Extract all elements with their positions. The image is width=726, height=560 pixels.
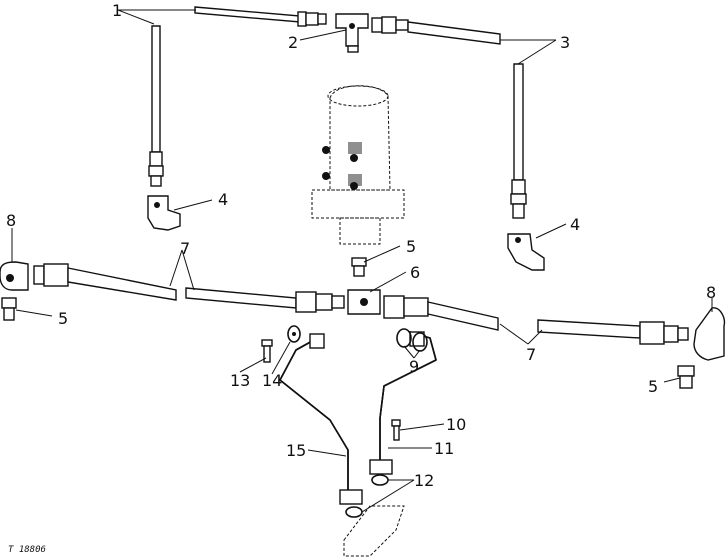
callout-9: 9: [409, 357, 419, 376]
callout-8-left: 8: [6, 211, 16, 230]
swivel-housing: [311, 85, 405, 245]
elbow-left: [0, 261, 29, 291]
adapter-center: [351, 257, 367, 277]
callout-10: 10: [446, 415, 466, 434]
tee-fitting-top: [335, 13, 369, 53]
o-rings-9: [396, 328, 428, 352]
adapter-right: [677, 365, 695, 389]
elbow-fitting-left: [147, 195, 181, 231]
elbow-right: [693, 307, 726, 361]
callout-7-right: 7: [526, 345, 536, 364]
hose-right-middle: [383, 295, 689, 345]
callout-7-left: 7: [180, 239, 190, 258]
mounting-block: [343, 505, 405, 557]
callout-4-right: 4: [570, 215, 580, 234]
bolt-10: [391, 419, 401, 441]
top-right-hose-assembly: [371, 16, 527, 219]
tube-assembly-15: [279, 333, 363, 505]
hose-left-middle: [33, 263, 345, 313]
elbow-fitting-right: [507, 233, 545, 271]
callout-5-right: 5: [648, 377, 658, 396]
callout-5-center: 5: [406, 237, 416, 256]
callout-8-right: 8: [706, 283, 716, 302]
tee-center: [347, 289, 381, 315]
callout-11: 11: [434, 439, 454, 458]
callout-15: 15: [286, 441, 306, 460]
callout-14: 14: [262, 371, 282, 390]
callout-6: 6: [410, 263, 420, 282]
callout-13: 13: [230, 371, 250, 390]
callout-3: 3: [560, 33, 570, 52]
leader-lines: [11, 9, 713, 513]
tube-assembly-11: [369, 331, 437, 475]
callout-4-left: 4: [218, 190, 228, 209]
bolt-13: [261, 339, 273, 363]
washer-14: [287, 325, 301, 343]
callout-12: 12: [414, 471, 434, 490]
top-left-hose-assembly: [148, 6, 327, 187]
callout-2: 2: [288, 33, 298, 52]
callout-1: 1: [112, 1, 122, 20]
adapter-left: [1, 297, 17, 321]
figure-code: T 18806: [8, 545, 46, 555]
callout-5-left: 5: [58, 309, 68, 328]
